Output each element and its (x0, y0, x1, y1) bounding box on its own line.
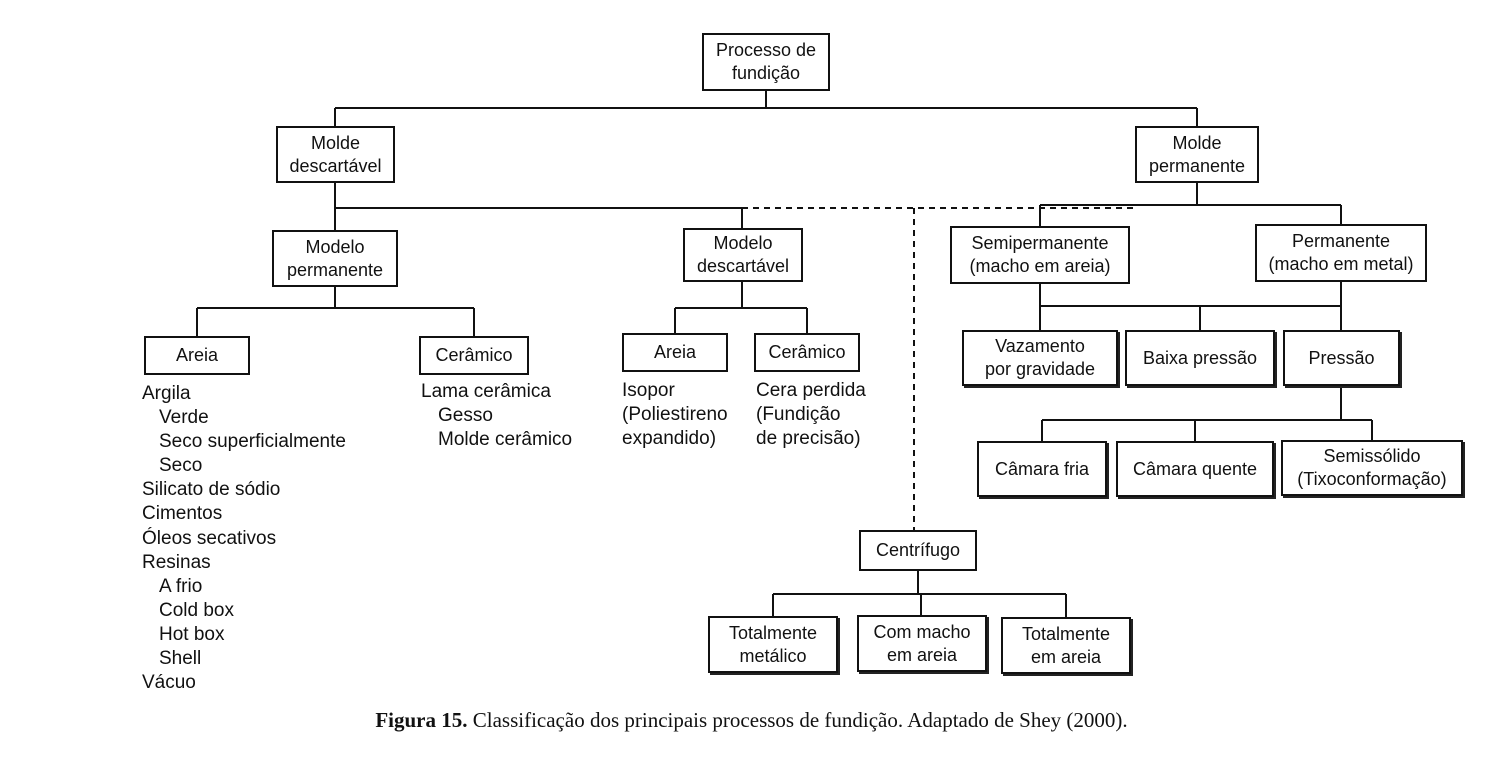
list-item: de precisão) (756, 428, 861, 450)
node-processo-de-fundicao: Processo de fundição (702, 33, 830, 91)
list-item: Hot box (159, 623, 225, 645)
node-pressao: Pressão (1283, 330, 1400, 386)
figure-caption: Figura 15. Classificação dos principais … (0, 708, 1503, 733)
list-item: Seco superficialmente (159, 431, 346, 453)
node-areia-modelo-permanente: Areia (144, 336, 250, 375)
list-item: Silicato de sódio (142, 479, 281, 501)
node-totalmente-metalico: Totalmente metálico (708, 616, 838, 673)
list-item: expandido) (622, 428, 717, 450)
list-item: (Fundição (756, 404, 841, 426)
node-baixa-pressao: Baixa pressão (1125, 330, 1275, 386)
caption-label: Figura 15. (375, 708, 468, 732)
list-item: Cera perdida (756, 380, 866, 401)
node-modelo-descartavel: Modelo descartável (683, 228, 803, 282)
list-item: Seco (159, 455, 203, 477)
list-item: Resinas (142, 551, 211, 573)
connector-molde-descartavel-bar (334, 183, 743, 228)
node-centrifugo: Centrífugo (859, 530, 977, 571)
node-permanente: Permanente (macho em metal) (1255, 224, 1427, 282)
node-molde-descartavel: Molde descartável (276, 126, 395, 183)
list-item: Óleos secativos (142, 527, 277, 549)
node-com-macho-em-areia: Com macho em areia (857, 615, 987, 672)
node-ceramico-modelo-permanente: Cerâmico (419, 336, 529, 375)
node-modelo-permanente: Modelo permanente (272, 230, 398, 287)
list-item: Verde (159, 407, 209, 429)
node-areia-modelo-descartavel: Areia (622, 333, 728, 372)
list-item: Argila (142, 383, 191, 404)
node-camara-fria: Câmara fria (977, 441, 1107, 497)
node-vazamento-por-gravidade: Vazamento por gravidade (962, 330, 1118, 386)
list-item: Cimentos (142, 503, 223, 525)
node-ceramico-modelo-descartavel: Cerâmico (754, 333, 860, 372)
list-item: (Poliestireno (622, 404, 728, 426)
node-camara-quente: Câmara quente (1116, 441, 1274, 497)
node-totalmente-em-areia: Totalmente em areia (1001, 617, 1131, 674)
node-semipermanente: Semipermanente (macho em areia) (950, 226, 1130, 284)
list-item: A frio (159, 575, 203, 597)
list-item: Gesso (438, 405, 493, 427)
list-item: Vácuo (142, 672, 196, 694)
list-item: Lama cerâmica (421, 381, 551, 402)
list-item: Isopor (622, 380, 675, 401)
list-item: Molde cerâmico (438, 429, 573, 451)
list-item: Shell (159, 648, 202, 670)
caption-text: Classificação dos principais processos d… (467, 708, 1128, 732)
node-semissolido: Semissólido (Tixoconformação) (1281, 440, 1463, 496)
list-item: Cold box (159, 599, 234, 621)
node-molde-permanente: Molde permanente (1135, 126, 1259, 183)
